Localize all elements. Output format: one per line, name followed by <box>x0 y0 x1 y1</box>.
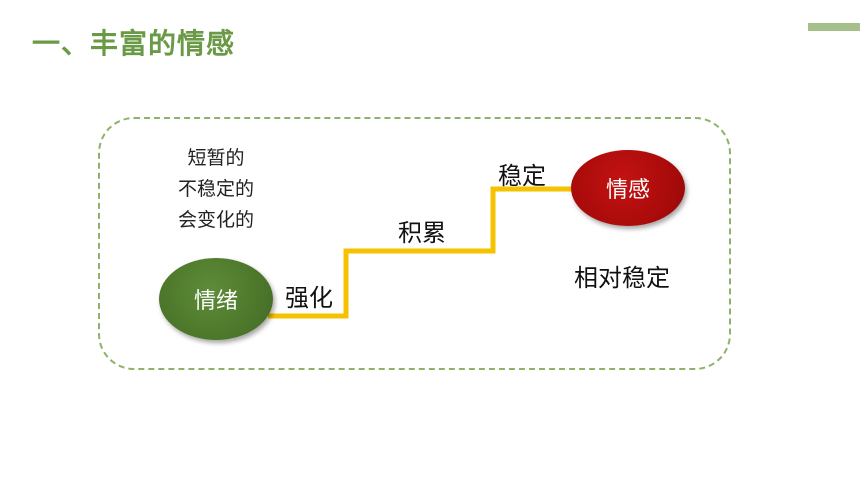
feeling-label: 情感 <box>605 178 650 203</box>
step-strengthen-label: 强化 <box>285 284 333 312</box>
dashed-panel <box>98 117 731 370</box>
emotion-description: 短暂的 不稳定的 会变化的 <box>160 143 272 236</box>
description-line-3: 会变化的 <box>177 209 254 231</box>
emotion-circle: 情绪 <box>159 258 273 340</box>
relatively-stable-label: 相对稳定 <box>574 264 670 292</box>
description-line-2: 不稳定的 <box>177 178 254 200</box>
description-line-1: 短暂的 <box>187 147 245 169</box>
slide-title: 一、丰富的情感 <box>32 27 236 60</box>
step-accumulate-label: 积累 <box>398 219 446 247</box>
decorative-bar <box>808 23 860 31</box>
step-stabilize-label: 稳定 <box>498 162 546 190</box>
emotion-label: 情绪 <box>193 289 238 314</box>
feeling-circle: 情感 <box>571 150 685 226</box>
